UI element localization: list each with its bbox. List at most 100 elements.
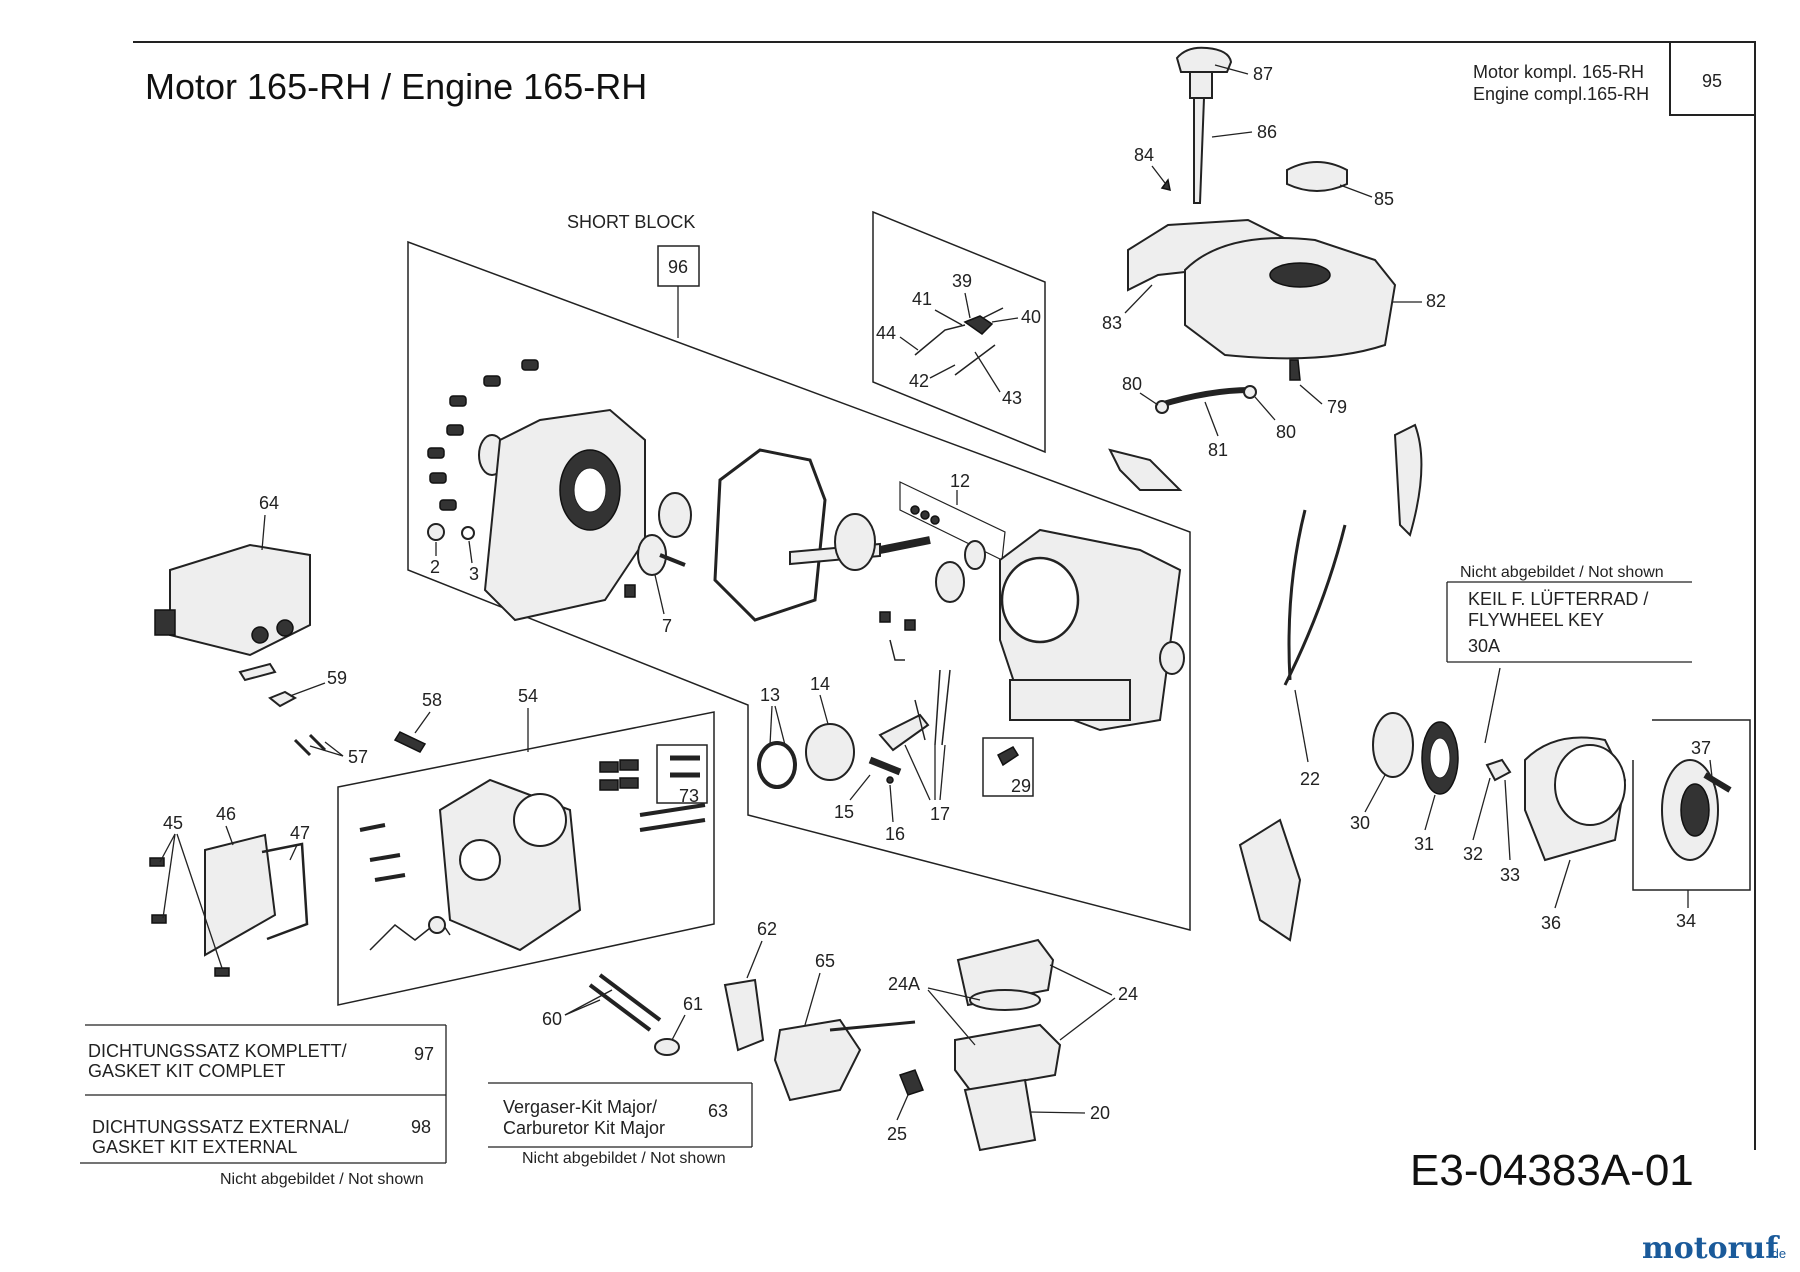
wire-group-outline: [872, 210, 1046, 454]
callout-46: 46: [216, 804, 236, 824]
gear-7: [637, 534, 667, 576]
gasket-external-number: 98: [411, 1117, 431, 1137]
air-filter-64: [154, 543, 427, 757]
gasket-complete-line1: DICHTUNGSSATZ KOMPLETT/: [88, 1041, 347, 1061]
drawing-code: E3-04383A-01: [1410, 1146, 1694, 1195]
head-group-outline: [337, 711, 715, 1006]
callout-7: 7: [662, 616, 672, 636]
carburetor-65: [773, 1018, 862, 1102]
callout-17: 17: [930, 804, 950, 824]
part-30: [1372, 712, 1414, 778]
callout-47: 47: [290, 823, 310, 843]
callout-34: 34: [1676, 911, 1696, 931]
callout-85: 85: [1374, 189, 1394, 209]
fuel-cap-85: [1286, 161, 1348, 192]
piston-pin-15: [868, 756, 902, 776]
flywheel-starter: [1372, 712, 1732, 862]
shroud-lower: [1238, 818, 1302, 942]
part-25: [899, 1069, 924, 1096]
part-32: [1485, 758, 1512, 782]
callout-58: 58: [422, 690, 442, 710]
valve-cover-group: [149, 833, 309, 977]
oil-fill-tube-86: [1193, 97, 1206, 204]
gasket-external-line1: DICHTUNGSSATZ EXTERNAL/: [92, 1117, 349, 1137]
callout-36: 36: [1541, 913, 1561, 933]
short-block-parts: [427, 359, 1185, 789]
callout-54: 54: [518, 686, 538, 706]
callout-60: 60: [542, 1009, 562, 1029]
watermark-brand: motoruf: [1642, 1231, 1780, 1266]
not-shown-line2: FLYWHEEL KEY: [1468, 610, 1604, 630]
fuel-tank-82: [1184, 237, 1397, 360]
gasket-complete-line2: GASKET KIT COMPLET: [88, 1061, 285, 1081]
callout-12: 12: [950, 471, 970, 491]
short-block-label: SHORT BLOCK: [567, 212, 695, 232]
callout-80b: 80: [1276, 422, 1296, 442]
callout-73: 73: [679, 786, 699, 806]
callout-64: 64: [259, 493, 279, 513]
starter-grip-37: [1703, 772, 1732, 793]
callout-3: 3: [469, 564, 479, 584]
callout-87: 87: [1253, 64, 1273, 84]
gasket-external-note: Nicht abgebildet / Not shown: [220, 1171, 424, 1188]
part-84: [1160, 178, 1171, 192]
carb-kit-number: 63: [708, 1101, 728, 1121]
callout-24: 24: [1118, 984, 1138, 1004]
callout-29: 29: [1011, 776, 1031, 796]
callout-30: 30: [1350, 813, 1370, 833]
fuel-line-81: [1159, 387, 1251, 408]
callout-16: 16: [885, 824, 905, 844]
callout-86: 86: [1257, 122, 1277, 142]
part-2: [427, 523, 445, 541]
clip-16: [886, 776, 894, 784]
short-block-number: 96: [668, 257, 688, 277]
callout-79: 79: [1327, 397, 1347, 417]
complete-number: 95: [1702, 71, 1722, 91]
callout-80a: 80: [1122, 374, 1142, 394]
gasket: [713, 448, 827, 622]
page-title: Motor 165-RH / Engine 165-RH: [145, 66, 647, 107]
callout-65: 65: [815, 951, 835, 971]
page-number-box: [1669, 41, 1756, 116]
callout-22: 22: [1300, 769, 1320, 789]
starter-box: [1632, 719, 1751, 891]
crankcase-cover: [483, 408, 646, 622]
part-59: [268, 690, 298, 708]
fuel-tank-group: [1127, 46, 1397, 414]
valve-cover-46: [204, 833, 277, 957]
part-3: [461, 526, 475, 540]
callout-40: 40: [1021, 307, 1041, 327]
shroud-bracket: [1393, 423, 1423, 537]
carburetor-group: [588, 938, 1062, 1152]
conrod-17: [878, 713, 930, 752]
callout-84: 84: [1134, 145, 1154, 165]
wire-group-parts: [914, 307, 1004, 376]
callout-14: 14: [810, 674, 830, 694]
callout-24A: 24A: [888, 974, 920, 994]
head-group-parts: [359, 759, 706, 952]
part-61: [654, 1038, 680, 1056]
callout-83: 83: [1102, 313, 1122, 333]
ignition-lead-22: [1283, 524, 1347, 686]
not-shown-heading: Nicht abgebildet / Not shown: [1460, 564, 1664, 581]
callout-32: 32: [1463, 844, 1483, 864]
part29-box: [982, 737, 1034, 797]
short-block-outline: [407, 240, 1191, 931]
callout-20: 20: [1090, 1103, 1110, 1123]
watermark-tld: .de: [1768, 1246, 1786, 1261]
part-79: [1289, 359, 1301, 381]
gasket-external-line2: GASKET KIT EXTERNAL: [92, 1137, 297, 1157]
callout-39: 39: [952, 271, 972, 291]
carb-kit-line1: Vergaser-Kit Major/: [503, 1097, 657, 1117]
callout-57: 57: [348, 747, 368, 767]
right-side-parts: [1108, 423, 1423, 942]
callout-43: 43: [1002, 388, 1022, 408]
not-shown-number: 30A: [1468, 636, 1500, 656]
callout-41: 41: [912, 289, 932, 309]
gasket-47: [261, 842, 309, 941]
callout-44: 44: [876, 323, 896, 343]
piston-14: [805, 723, 855, 781]
callout-59: 59: [327, 668, 347, 688]
gasket-complete-number: 97: [414, 1044, 434, 1064]
